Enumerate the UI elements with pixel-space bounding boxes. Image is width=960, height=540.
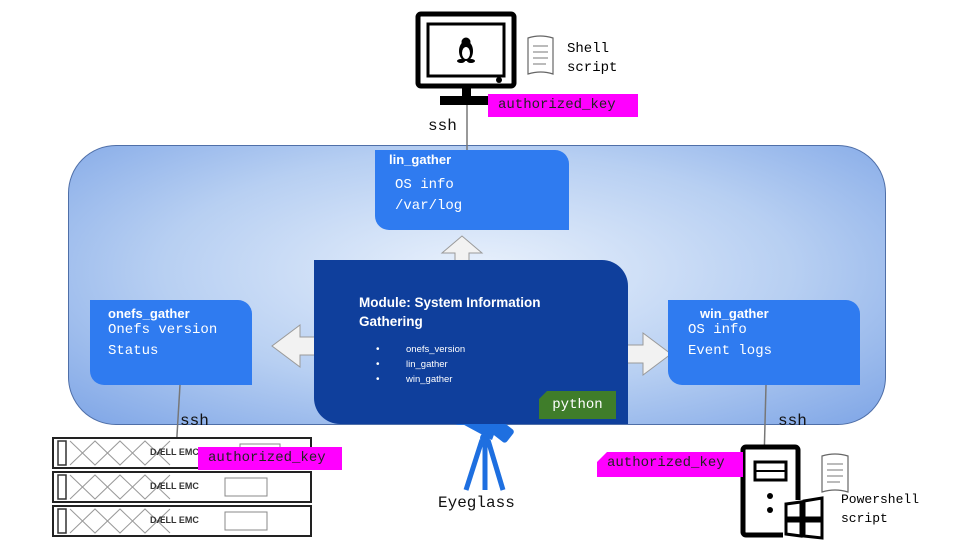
lin-gather-line-1: OS info bbox=[395, 177, 454, 193]
powershell-script-icon bbox=[821, 453, 849, 493]
dell-emc-server-stack-icon bbox=[52, 437, 312, 537]
linux-tux-icon bbox=[457, 37, 475, 63]
module-item: lin_gather bbox=[376, 357, 465, 372]
shell-script-label: Shell script bbox=[567, 40, 617, 78]
onefs-gather-line-2: Status bbox=[108, 343, 159, 359]
server-brand-label-2: DÆLL EMC bbox=[150, 481, 199, 491]
server-unit-2 bbox=[52, 471, 312, 503]
onefs-gather-line-1: Onefs version bbox=[108, 322, 218, 338]
authorized-key-tag-top: authorized_key bbox=[488, 94, 638, 117]
shell-script-icon bbox=[527, 35, 554, 75]
linux-monitor-icon bbox=[415, 11, 517, 105]
win-gather-box: win_gather OS info Event logs bbox=[668, 300, 860, 385]
arrow-left-icon bbox=[271, 324, 321, 368]
module-item-list: onefs_version lin_gather win_gather bbox=[376, 342, 465, 387]
windows-server-icon bbox=[740, 444, 824, 540]
arrow-right-icon bbox=[622, 332, 672, 376]
shell-script-label-line-1: Shell bbox=[567, 41, 610, 57]
authorized-key-tag-left: authorized_key bbox=[198, 447, 342, 470]
server-brand-label-3: DÆLL EMC bbox=[150, 515, 199, 525]
module-item: onefs_version bbox=[376, 342, 465, 357]
win-gather-title: win_gather bbox=[700, 306, 769, 321]
python-language-tag: python bbox=[539, 391, 616, 419]
onefs-gather-box: onefs_gather Onefs version Status bbox=[90, 300, 252, 385]
authorized-key-tag-right: authorized_key bbox=[597, 452, 743, 477]
lin-gather-box: lin_gather OS info /var/log bbox=[375, 150, 569, 230]
module-box: Module: System Information Gathering one… bbox=[314, 260, 628, 424]
module-title: Module: System Information Gathering bbox=[359, 295, 541, 329]
eyeglass-label: Eyeglass bbox=[438, 494, 515, 512]
win-gather-line-1: OS info bbox=[688, 322, 747, 338]
server-brand-label-1: DÆLL EMC bbox=[150, 447, 199, 457]
ssh-label-top: ssh bbox=[428, 117, 457, 135]
onefs-gather-title: onefs_gather bbox=[108, 306, 190, 321]
ssh-label-left: ssh bbox=[180, 412, 209, 430]
module-item: win_gather bbox=[376, 372, 465, 387]
server-unit-3 bbox=[52, 505, 312, 537]
powershell-script-label: Powershell script bbox=[841, 490, 919, 528]
lin-gather-line-2: /var/log bbox=[395, 198, 463, 214]
windows-logo-icon bbox=[783, 496, 824, 540]
shell-script-label-line-2: script bbox=[567, 60, 618, 76]
ssh-label-right: ssh bbox=[778, 412, 807, 430]
powershell-script-label-line-2: script bbox=[841, 511, 888, 526]
powershell-script-label-line-1: Powershell bbox=[841, 492, 920, 507]
win-gather-line-2: Event logs bbox=[688, 343, 773, 359]
lin-gather-title: lin_gather bbox=[389, 152, 452, 167]
